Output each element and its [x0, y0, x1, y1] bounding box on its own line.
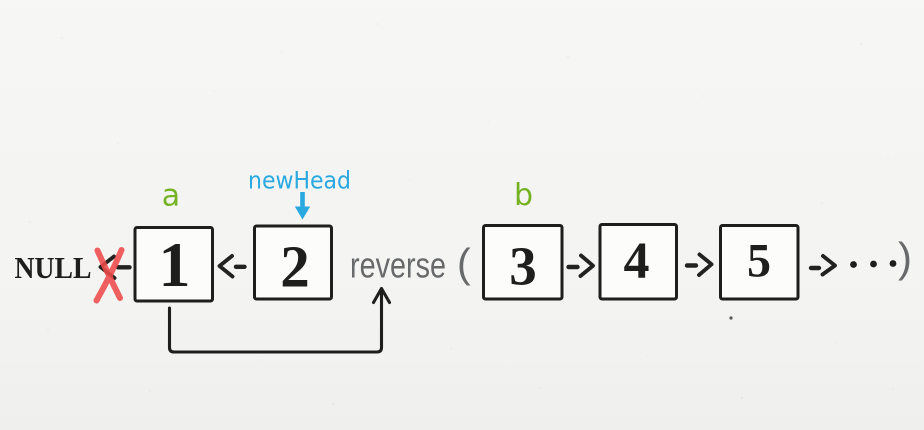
- node-box-4: [598, 223, 678, 301]
- node-box-3: [482, 224, 564, 301]
- node-value-5: 5: [747, 235, 771, 288]
- node-box-1: [133, 226, 214, 303]
- link-arrow-tail-icon: [808, 254, 837, 277]
- node-value-4: 4: [624, 233, 650, 290]
- new-head-down-arrow-icon: [294, 192, 311, 220]
- red-cross-icon: [93, 247, 125, 304]
- node-value-1: 1: [159, 229, 191, 300]
- link-arrow-4-5-icon: [684, 252, 714, 277]
- node-value-3: 3: [509, 236, 537, 297]
- new-head-label: newHead: [248, 167, 351, 195]
- open-paren: (: [457, 240, 471, 286]
- stray-ink-dot: [729, 316, 733, 320]
- link-arrow-3-4-icon: [566, 253, 595, 278]
- node-box-2: [253, 224, 333, 301]
- pointer-a-label: a: [162, 179, 180, 214]
- recursion-elbow-arrow-icon: [167, 286, 392, 354]
- null-label: NULL: [15, 250, 92, 285]
- ellipsis-dots-icon: [850, 260, 897, 268]
- reversed-link-arrow-icon: [217, 254, 247, 279]
- node-value-2: 2: [280, 234, 310, 300]
- node-box-5: [719, 224, 800, 301]
- function-name-label: reverse: [350, 245, 446, 286]
- pointer-b-label: b: [514, 178, 533, 213]
- close-paren: ): [898, 234, 912, 281]
